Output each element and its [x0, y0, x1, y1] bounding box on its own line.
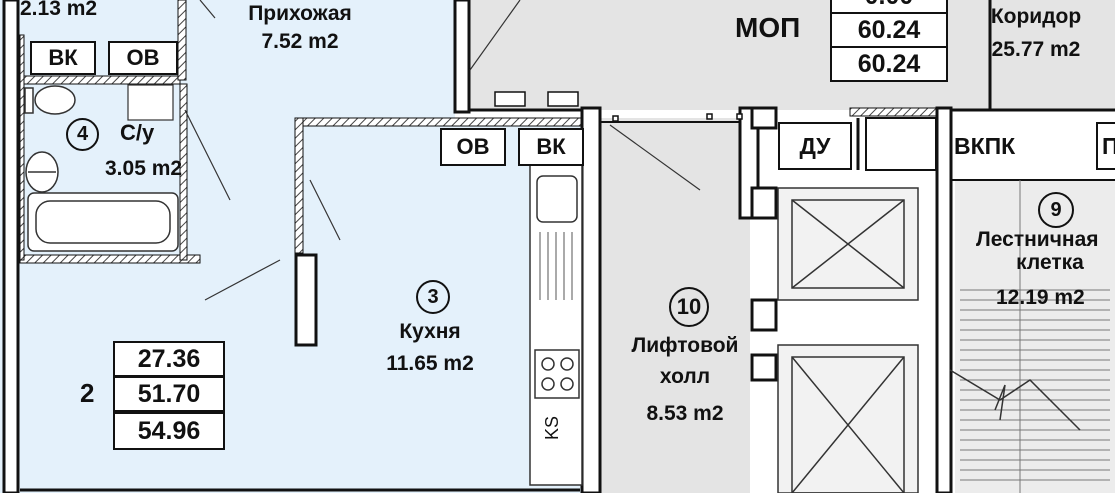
room-number-elevator-hall: 10 [669, 287, 709, 327]
room-number-stairwell: 9 [1038, 192, 1074, 228]
room-number-bathroom: 4 [66, 118, 99, 151]
kitchen-sink-icon [536, 175, 578, 223]
kitchen-area: 11.65 m2 [386, 352, 474, 375]
apartment-value-3: 54.96 [113, 412, 225, 450]
shaft-vk-kitchen: ВК [518, 128, 584, 166]
apartment-rooms-count: 2 [80, 378, 95, 408]
sink-icon [25, 151, 59, 193]
mop-label: МОП [735, 12, 801, 43]
elevator-hall-name-1: Лифтовой [631, 334, 739, 357]
stairwell-name-2: клетка [1016, 251, 1084, 274]
hallway-area: 7.52 m2 [261, 30, 339, 53]
stairs-icon [960, 180, 1110, 493]
bathtub-icon [27, 192, 179, 252]
elevator-hall-area: 8.53 m2 [646, 402, 724, 425]
corridor-area: 25.77 m2 [991, 38, 1081, 61]
apartment-value-1: 27.36 [113, 341, 225, 377]
mop-value-2: 60.24 [830, 12, 948, 48]
mop-value-3: 60.24 [830, 46, 948, 82]
stove-caption: KS [542, 415, 562, 440]
bathroom-area: 3.05 m2 [105, 157, 183, 180]
stairwell-name-1: Лестничная [976, 228, 1099, 251]
toilet-icon [24, 85, 76, 115]
stove-icon [534, 349, 580, 399]
apartment-value-2: 51.70 [113, 376, 225, 412]
shaft-ov-top: ОВ [108, 41, 178, 75]
shaft-p: П [1096, 122, 1115, 170]
bath-top-area: 2.13 m2 [20, 0, 98, 20]
elevator-hall-name-2: холл [659, 365, 711, 388]
elevator-icon [777, 187, 919, 493]
corridor-name: Коридор [990, 5, 1082, 28]
shaft-ov-kitchen: ОВ [440, 128, 506, 166]
stairwell-zone [955, 180, 1115, 493]
shaft-du: ДУ [778, 122, 852, 170]
shaft-vk-top: ВК [30, 41, 96, 75]
shaft-vk-pk: ВКПК [954, 132, 1034, 160]
bathroom-name: С/у [120, 120, 155, 145]
hallway-name: Прихожая [248, 2, 352, 25]
room-number-kitchen: 3 [416, 280, 450, 314]
kitchen-name: Кухня [399, 320, 461, 343]
stairwell-area: 12.19 m2 [996, 286, 1085, 309]
